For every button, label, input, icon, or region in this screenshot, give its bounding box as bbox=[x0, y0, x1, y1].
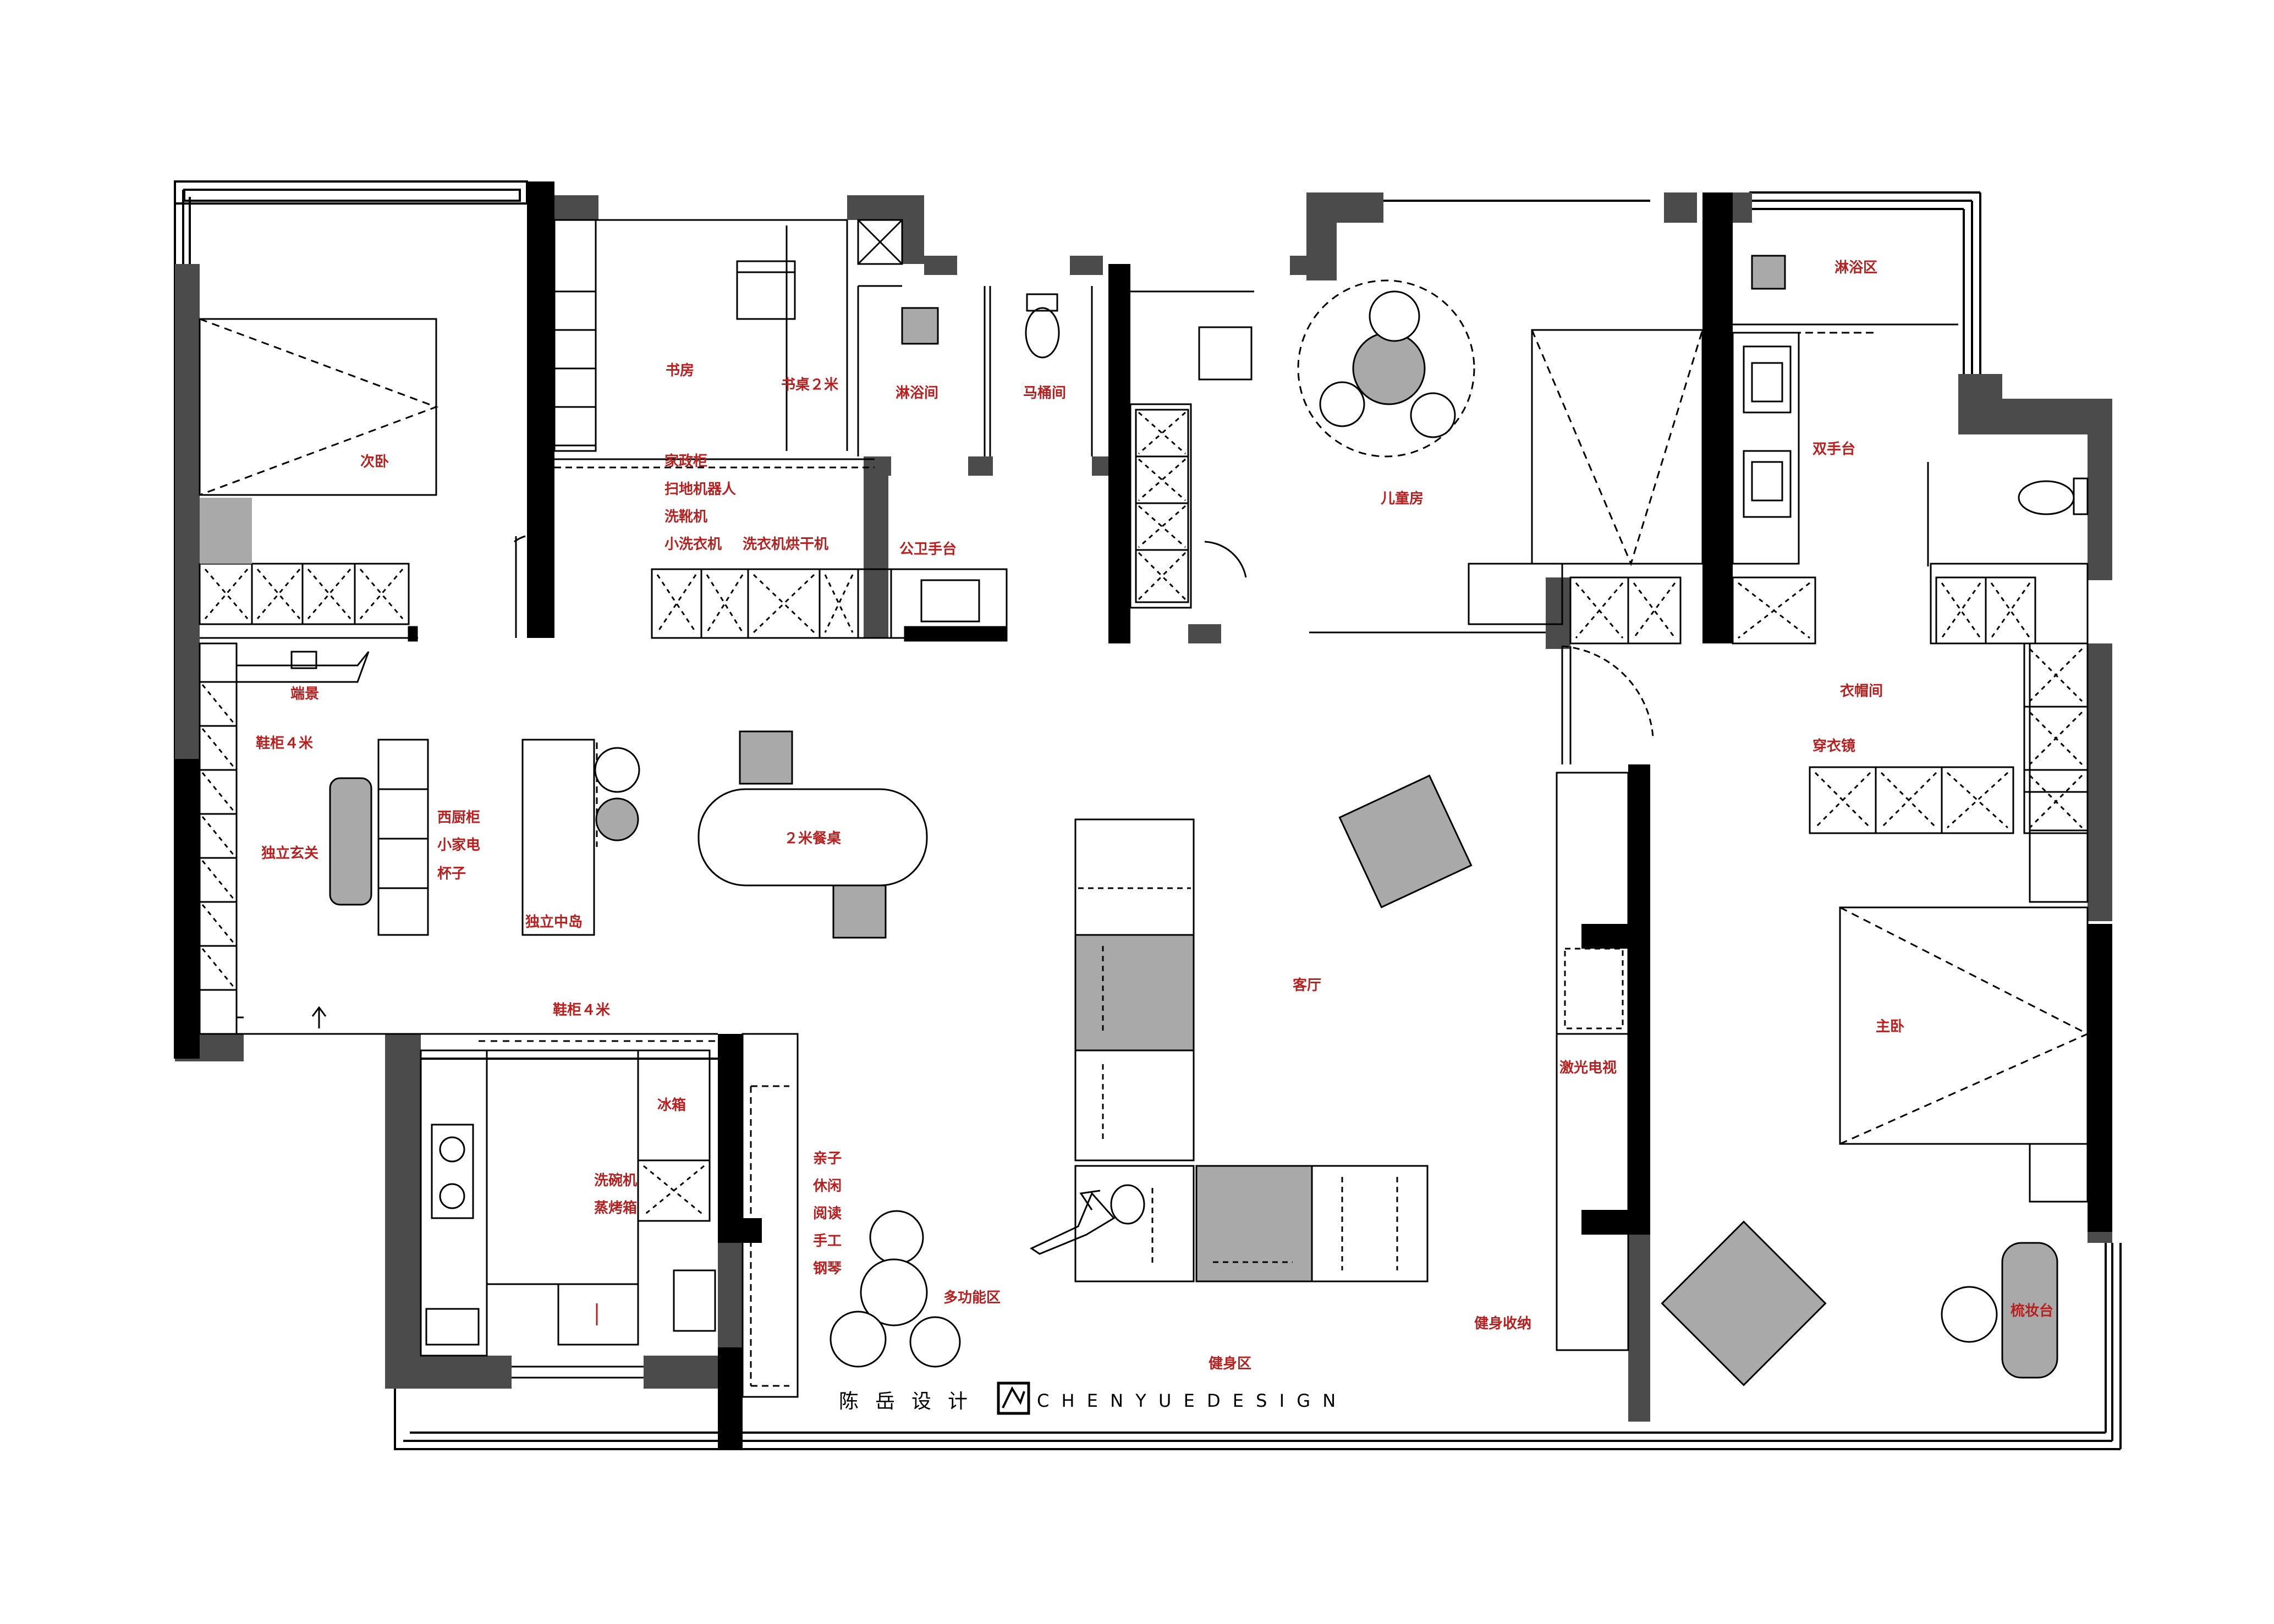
room-label: 儿童房 bbox=[1381, 490, 1424, 507]
room-labels: 次卧 书房 书桌２米 淋浴间 马桶间 儿童房 淋浴区 双手台 家政柜 扫地机器人… bbox=[256, 260, 2053, 1372]
room-label: 小洗衣机 bbox=[664, 536, 722, 553]
room-label: 休闲 bbox=[812, 1178, 842, 1194]
room-label: 冰箱 bbox=[657, 1097, 686, 1114]
room-label: 健身收纳 bbox=[1474, 1315, 1531, 1332]
room-label: 端景 bbox=[290, 686, 319, 702]
room-label: 家政柜 bbox=[664, 453, 707, 470]
room-label: 西厨柜 bbox=[437, 810, 480, 826]
room-label: 马桶间 bbox=[1023, 384, 1066, 401]
brand-cn: 陈岳设计 bbox=[839, 1390, 984, 1413]
room-label: 洗靴机 bbox=[664, 509, 707, 525]
room-label: 小家电 bbox=[437, 836, 480, 854]
room-label: 穿衣镜 bbox=[1812, 737, 1855, 755]
room-label: 健身区 bbox=[1209, 1355, 1251, 1372]
structural-walls bbox=[175, 181, 2112, 1449]
room-label: 洗衣机烘干机 bbox=[743, 536, 828, 553]
branding: 陈岳设计 C H E N Y U E D E S I G N bbox=[839, 1390, 1339, 1413]
room-label: ２米餐桌 bbox=[784, 830, 841, 847]
room-label: 亲子 bbox=[813, 1150, 842, 1167]
exterior-outline bbox=[174, 180, 2122, 1450]
room-label: 鞋柜４米 bbox=[553, 1002, 610, 1019]
logo-mark bbox=[997, 1381, 1030, 1415]
interior-lines bbox=[199, 219, 2090, 1398]
room-label: 杯子 bbox=[437, 866, 466, 882]
room-label: 钢琴 bbox=[813, 1260, 842, 1277]
room-label: 蒸烤箱 bbox=[594, 1199, 637, 1216]
room-label: 双手台 bbox=[1812, 441, 1855, 458]
room-label: 阅读 bbox=[813, 1205, 842, 1222]
room-label: 客厅 bbox=[1293, 977, 1321, 994]
room-label: 次卧 bbox=[360, 454, 389, 470]
room-label: 衣帽间 bbox=[1840, 682, 1883, 700]
room-label: 淋浴区 bbox=[1834, 260, 1877, 276]
room-label: 手工 bbox=[813, 1233, 842, 1249]
room-label: 洗碗机 bbox=[594, 1172, 637, 1189]
room-label: 多功能区 bbox=[943, 1289, 1001, 1306]
room-label: 主卧 bbox=[1876, 1019, 1904, 1035]
room-label: 公卫手台 bbox=[899, 541, 957, 558]
cabinets bbox=[199, 285, 2089, 1216]
room-label: 淋浴间 bbox=[896, 385, 938, 401]
furniture-outline bbox=[594, 279, 1998, 1368]
entrance-arrow bbox=[311, 1006, 327, 1028]
room-label: 书房 bbox=[666, 362, 694, 379]
room-label: 独立玄关 bbox=[261, 845, 318, 862]
room-label: 独立中岛 bbox=[525, 913, 583, 931]
room-label: 书桌２米 bbox=[781, 377, 838, 393]
room-label: 梳妆台 bbox=[2011, 1302, 2053, 1319]
room-label: 激光电视 bbox=[1559, 1059, 1617, 1076]
brand-en: C H E N Y U E D E S I G N bbox=[1037, 1390, 1339, 1411]
person-sketch bbox=[1029, 1184, 1145, 1255]
fixtures bbox=[290, 293, 2089, 669]
room-label: 鞋柜４米 bbox=[256, 735, 313, 752]
room-label: 扫地机器人 bbox=[664, 481, 736, 498]
